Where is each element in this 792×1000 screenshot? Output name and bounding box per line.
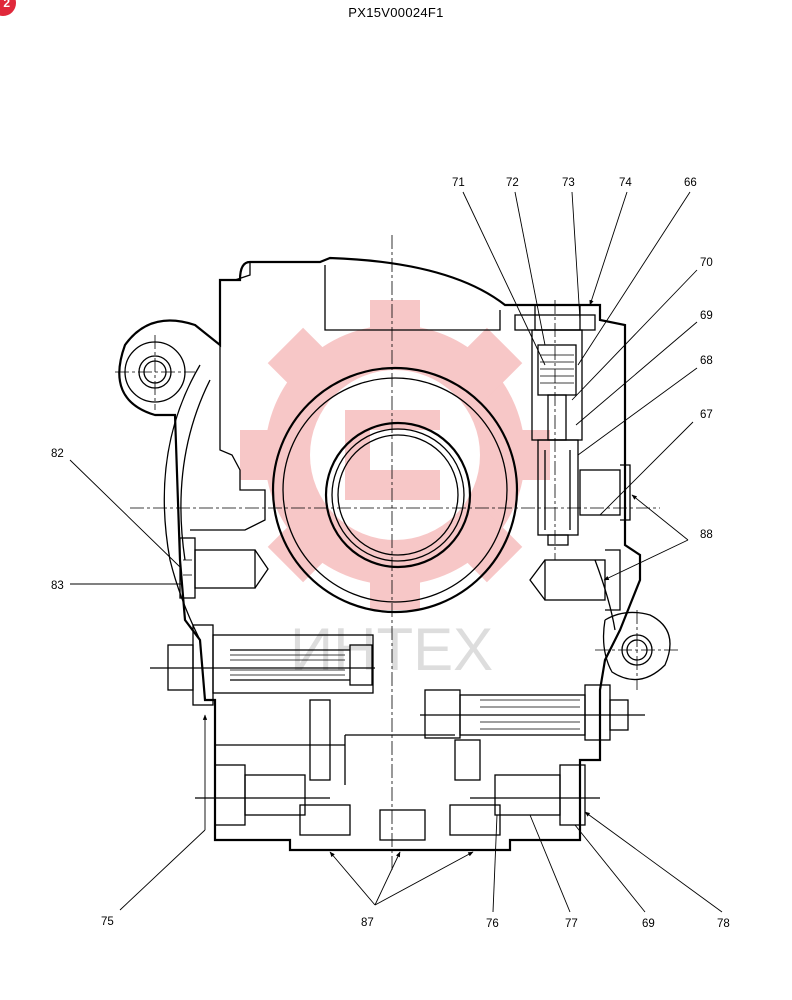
callout-83: 83 [51,580,64,592]
watermark-gear [240,300,550,610]
page-badge: 2 [0,0,16,16]
lower-section [195,699,600,841]
callout-labels: 71 72 73 74 66 70 69 68 67 88 82 83 75 8… [51,177,730,930]
upper-valve-assembly [514,304,631,611]
callout-78: 78 [717,918,730,930]
central-bore [271,366,519,614]
drawing-number: PX15V00024F1 [348,5,444,20]
callout-71: 71 [452,177,465,189]
middle-left-spool [150,624,375,706]
center-lines [115,235,680,870]
callout-77: 77 [565,918,578,930]
callout-87: 87 [361,917,374,929]
callout-88: 88 [700,529,713,541]
callout-67: 67 [700,409,713,421]
callout-68: 68 [700,355,713,367]
middle-right-spool [420,684,645,741]
callout-73: 73 [562,177,575,189]
left-plug-assembly [179,537,269,599]
callout-66: 66 [684,177,697,189]
housing-outline [118,256,642,852]
callout-75: 75 [101,916,114,928]
mounting-boss-right [602,611,671,681]
callout-74: 74 [619,177,632,189]
callout-69-upper: 69 [700,310,713,322]
callout-70: 70 [700,257,713,269]
callout-69-lower: 69 [642,918,655,930]
callout-82: 82 [51,448,64,460]
callout-72: 72 [506,177,519,189]
leader-lines [69,191,723,913]
mounting-boss-left [124,341,186,403]
callout-76: 76 [486,918,499,930]
